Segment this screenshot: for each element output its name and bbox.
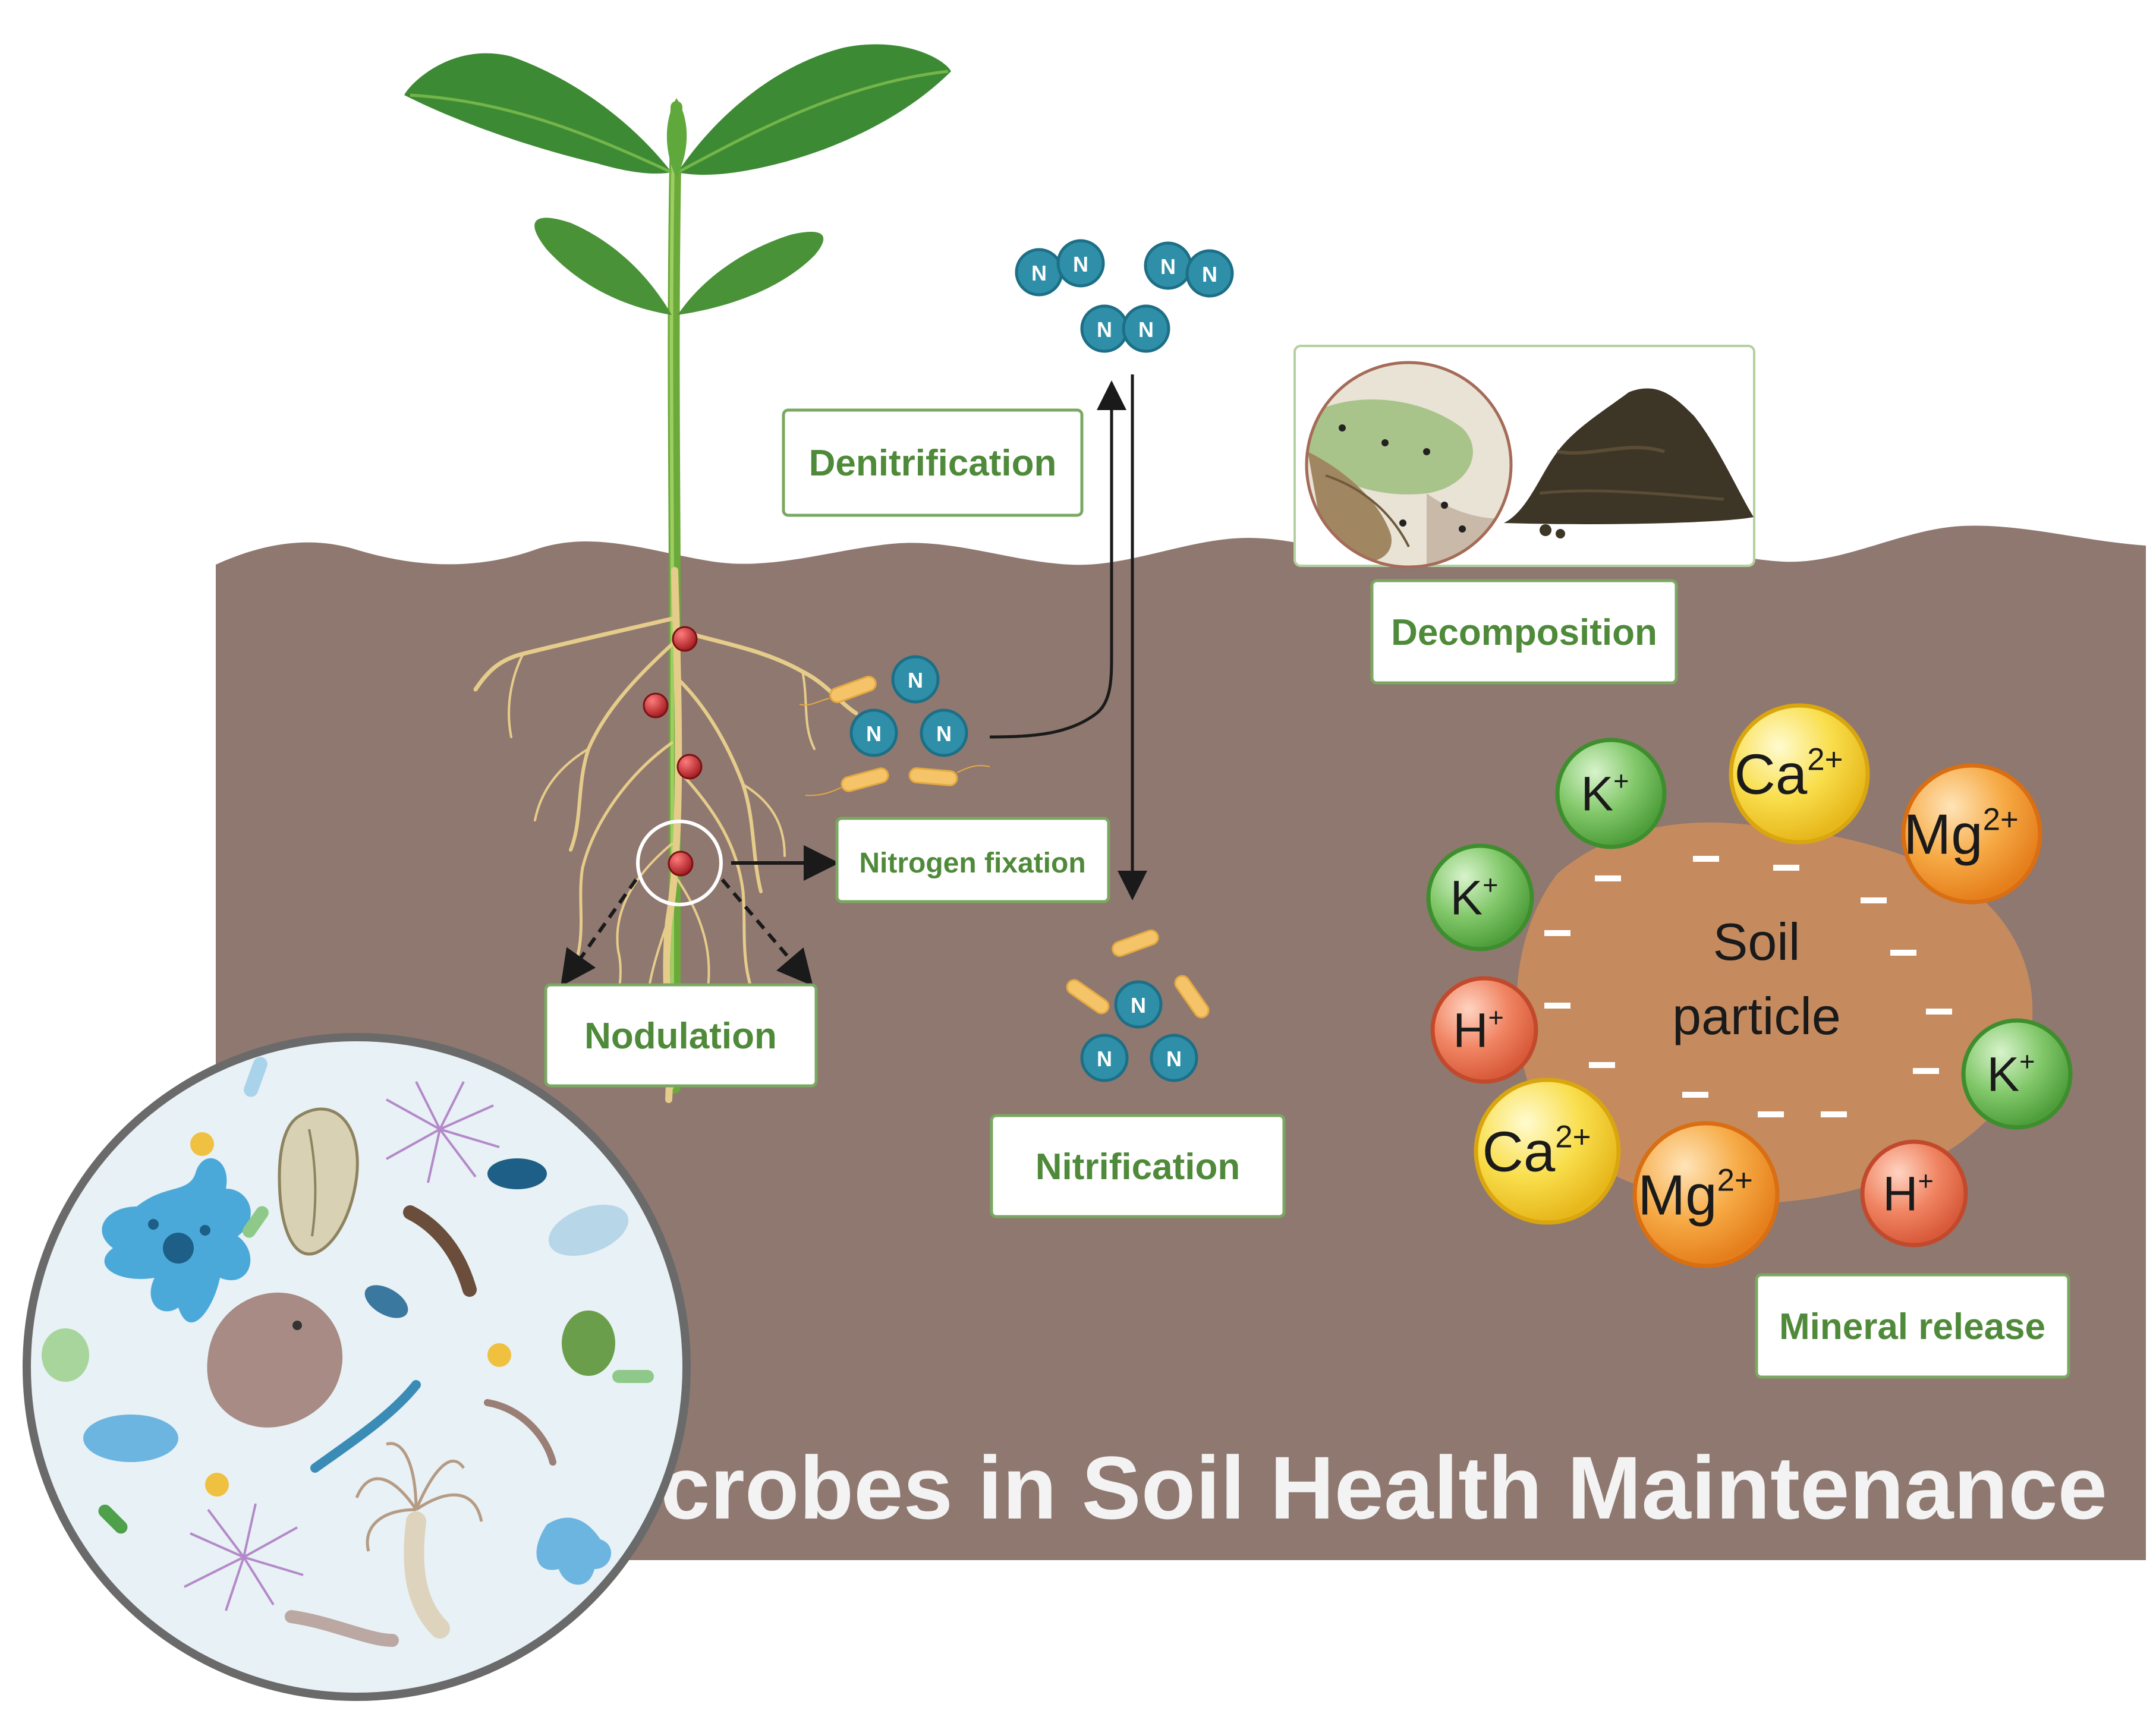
n-atom-label: N bbox=[1073, 252, 1088, 276]
n2-molecule: N N bbox=[1144, 241, 1234, 298]
diatom bbox=[310, 1380, 421, 1473]
n-atom-label: N bbox=[1202, 262, 1217, 286]
page-title: Microbes in Soil Health Maintenance bbox=[561, 1438, 2107, 1538]
soil-particle bbox=[1516, 822, 2033, 1204]
soil-particle-label: particle bbox=[1672, 987, 1841, 1045]
negative-charges bbox=[1544, 856, 1952, 1117]
nematode bbox=[403, 1205, 477, 1297]
nodulation-arrow-right bbox=[720, 878, 813, 987]
rod-bacterium bbox=[612, 1370, 654, 1383]
ion-h: H+ bbox=[1860, 1139, 1968, 1248]
nitrifying-bacteria-cluster: N N N bbox=[1066, 929, 1210, 1082]
n-atom-label: N bbox=[1031, 261, 1047, 285]
roots bbox=[473, 567, 858, 1103]
ion-ca: Ca2+ bbox=[1474, 1078, 1621, 1225]
label-decomposition: Decomposition bbox=[1370, 579, 1678, 685]
ion-h: H+ bbox=[1430, 976, 1538, 1084]
soil-particle-label: Soil bbox=[1713, 912, 1801, 971]
paramecium bbox=[83, 1415, 178, 1462]
denitrifying-bacteria-cluster: N N N bbox=[799, 655, 990, 796]
nodule bbox=[643, 692, 669, 719]
svg-text:Decomposition: Decomposition bbox=[1391, 612, 1657, 653]
n-atom-label: N bbox=[1166, 1047, 1182, 1071]
n2-molecule: N N bbox=[1015, 239, 1105, 297]
n-atom-label: N bbox=[1097, 1047, 1112, 1071]
bud bbox=[666, 98, 687, 178]
label-mineral-release: Mineral release bbox=[1755, 1273, 2070, 1379]
hydra-tentacles bbox=[355, 1442, 483, 1552]
green-alga bbox=[42, 1328, 89, 1382]
svg-text:Denitrification: Denitrification bbox=[809, 443, 1057, 484]
decomposition-inset bbox=[1293, 345, 1755, 569]
spore bbox=[205, 1473, 229, 1497]
amoeba bbox=[536, 1517, 612, 1585]
ion-mg: Mg2+ bbox=[1632, 1121, 1780, 1268]
green-alga bbox=[562, 1311, 615, 1376]
daphnia bbox=[278, 1107, 359, 1256]
microbe-community bbox=[23, 1033, 691, 1701]
ion-label: Ca2+ bbox=[1735, 742, 1843, 806]
label-denitrification: Denitrification bbox=[782, 408, 1084, 517]
nematode bbox=[285, 1610, 399, 1647]
paramecium bbox=[548, 1205, 629, 1256]
leaf-lower-left bbox=[534, 218, 672, 315]
hydra bbox=[404, 1511, 450, 1639]
root-nodules bbox=[636, 626, 723, 906]
atmospheric-nitrogen: N N N N N N bbox=[1015, 239, 1234, 353]
label-nodulation: Nodulation bbox=[544, 983, 818, 1088]
nodule bbox=[676, 754, 703, 780]
n-atom-label: N bbox=[1160, 254, 1176, 279]
tardigrade bbox=[207, 1292, 343, 1428]
svg-text:Mineral release: Mineral release bbox=[1779, 1306, 2045, 1347]
n-atom-label: N bbox=[936, 722, 952, 746]
ion-k: K+ bbox=[1555, 738, 1667, 849]
ion-ca: Ca2+ bbox=[1729, 703, 1870, 845]
spore bbox=[190, 1132, 214, 1156]
n-atom-label: N bbox=[866, 722, 882, 746]
rod-bacterium bbox=[243, 1206, 269, 1238]
spore bbox=[487, 1343, 511, 1367]
rod-bacterium bbox=[244, 1057, 267, 1097]
rod-bacterium bbox=[98, 1504, 128, 1534]
label-nitrification: Nitrification bbox=[990, 1114, 1286, 1218]
ion-k: K+ bbox=[1426, 843, 1534, 952]
n-atom-label: N bbox=[908, 668, 923, 692]
nodule bbox=[668, 850, 694, 877]
svg-text:Nitrification: Nitrification bbox=[1035, 1146, 1240, 1187]
radiolarian bbox=[386, 1081, 500, 1183]
protist bbox=[364, 1285, 408, 1318]
leaf-lower-right bbox=[678, 232, 824, 315]
leaf-top-right bbox=[678, 44, 951, 175]
nodule bbox=[672, 626, 698, 652]
label-nitrogen-fixation: Nitrogen fixation bbox=[835, 817, 1110, 903]
nodule-highlight-ring bbox=[636, 820, 723, 906]
n-atom-label: N bbox=[1131, 993, 1146, 1017]
n-atom-label: N bbox=[1097, 317, 1112, 342]
svg-text:Nitrogen fixation: Nitrogen fixation bbox=[859, 848, 1085, 879]
n2-molecule: N N bbox=[1080, 304, 1170, 353]
protist bbox=[487, 1158, 547, 1189]
svg-text:Nodulation: Nodulation bbox=[584, 1016, 777, 1057]
ion-k: K+ bbox=[1961, 1018, 2073, 1130]
n-atom-label: N bbox=[1138, 317, 1154, 342]
nodulation-arrow-left bbox=[561, 878, 638, 987]
soil-particle-group: Soil particle K+Ca2+Mg2+K+H+K+Ca2+Mg2+H+ bbox=[1426, 703, 2073, 1268]
radiolarian bbox=[184, 1503, 304, 1611]
denitrification-arrow bbox=[989, 380, 1126, 739]
nematode bbox=[484, 1399, 556, 1466]
ion-mg: Mg2+ bbox=[1901, 763, 2042, 905]
ion-set: K+Ca2+Mg2+K+H+K+Ca2+Mg2+H+ bbox=[1426, 703, 2073, 1268]
